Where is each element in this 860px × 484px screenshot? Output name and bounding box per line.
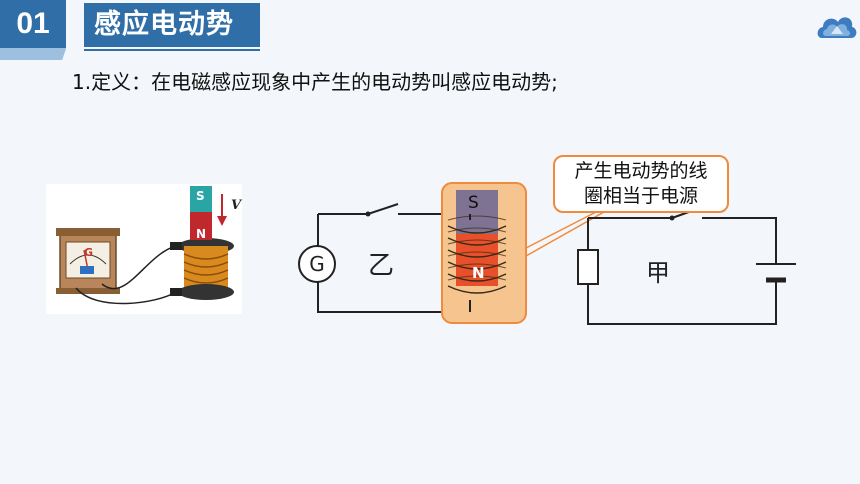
callout-box: 产生电动势的线 圈相当于电源 — [553, 155, 729, 213]
definition-text: 1.定义：在电磁感应现象中产生的电动势叫感应电动势; — [72, 70, 558, 94]
photo-magnet-n-label: N — [196, 227, 207, 241]
galvanometer-label: G — [309, 252, 325, 276]
photo-velocity-label: V — [231, 198, 242, 213]
section-number-badge — [0, 0, 66, 60]
cloud-logo-icon — [817, 17, 857, 38]
section-number: 01 — [16, 7, 50, 40]
circuit-label-yi: 乙 — [368, 251, 395, 281]
experiment-photo — [46, 184, 242, 314]
magnet-s-label: S — [468, 193, 479, 213]
callout-line-2: 圈相当于电源 — [583, 185, 698, 207]
circuit-label-jia: 甲 — [646, 259, 670, 287]
page-title: 感应电动势 — [84, 3, 260, 47]
title-underline — [84, 49, 260, 51]
photo-meter-label: G — [84, 246, 94, 259]
photo-magnet-s-label: S — [196, 189, 205, 203]
magnet-n-label: N — [472, 264, 485, 282]
callout-line-1: 产生电动势的线 — [574, 160, 708, 182]
